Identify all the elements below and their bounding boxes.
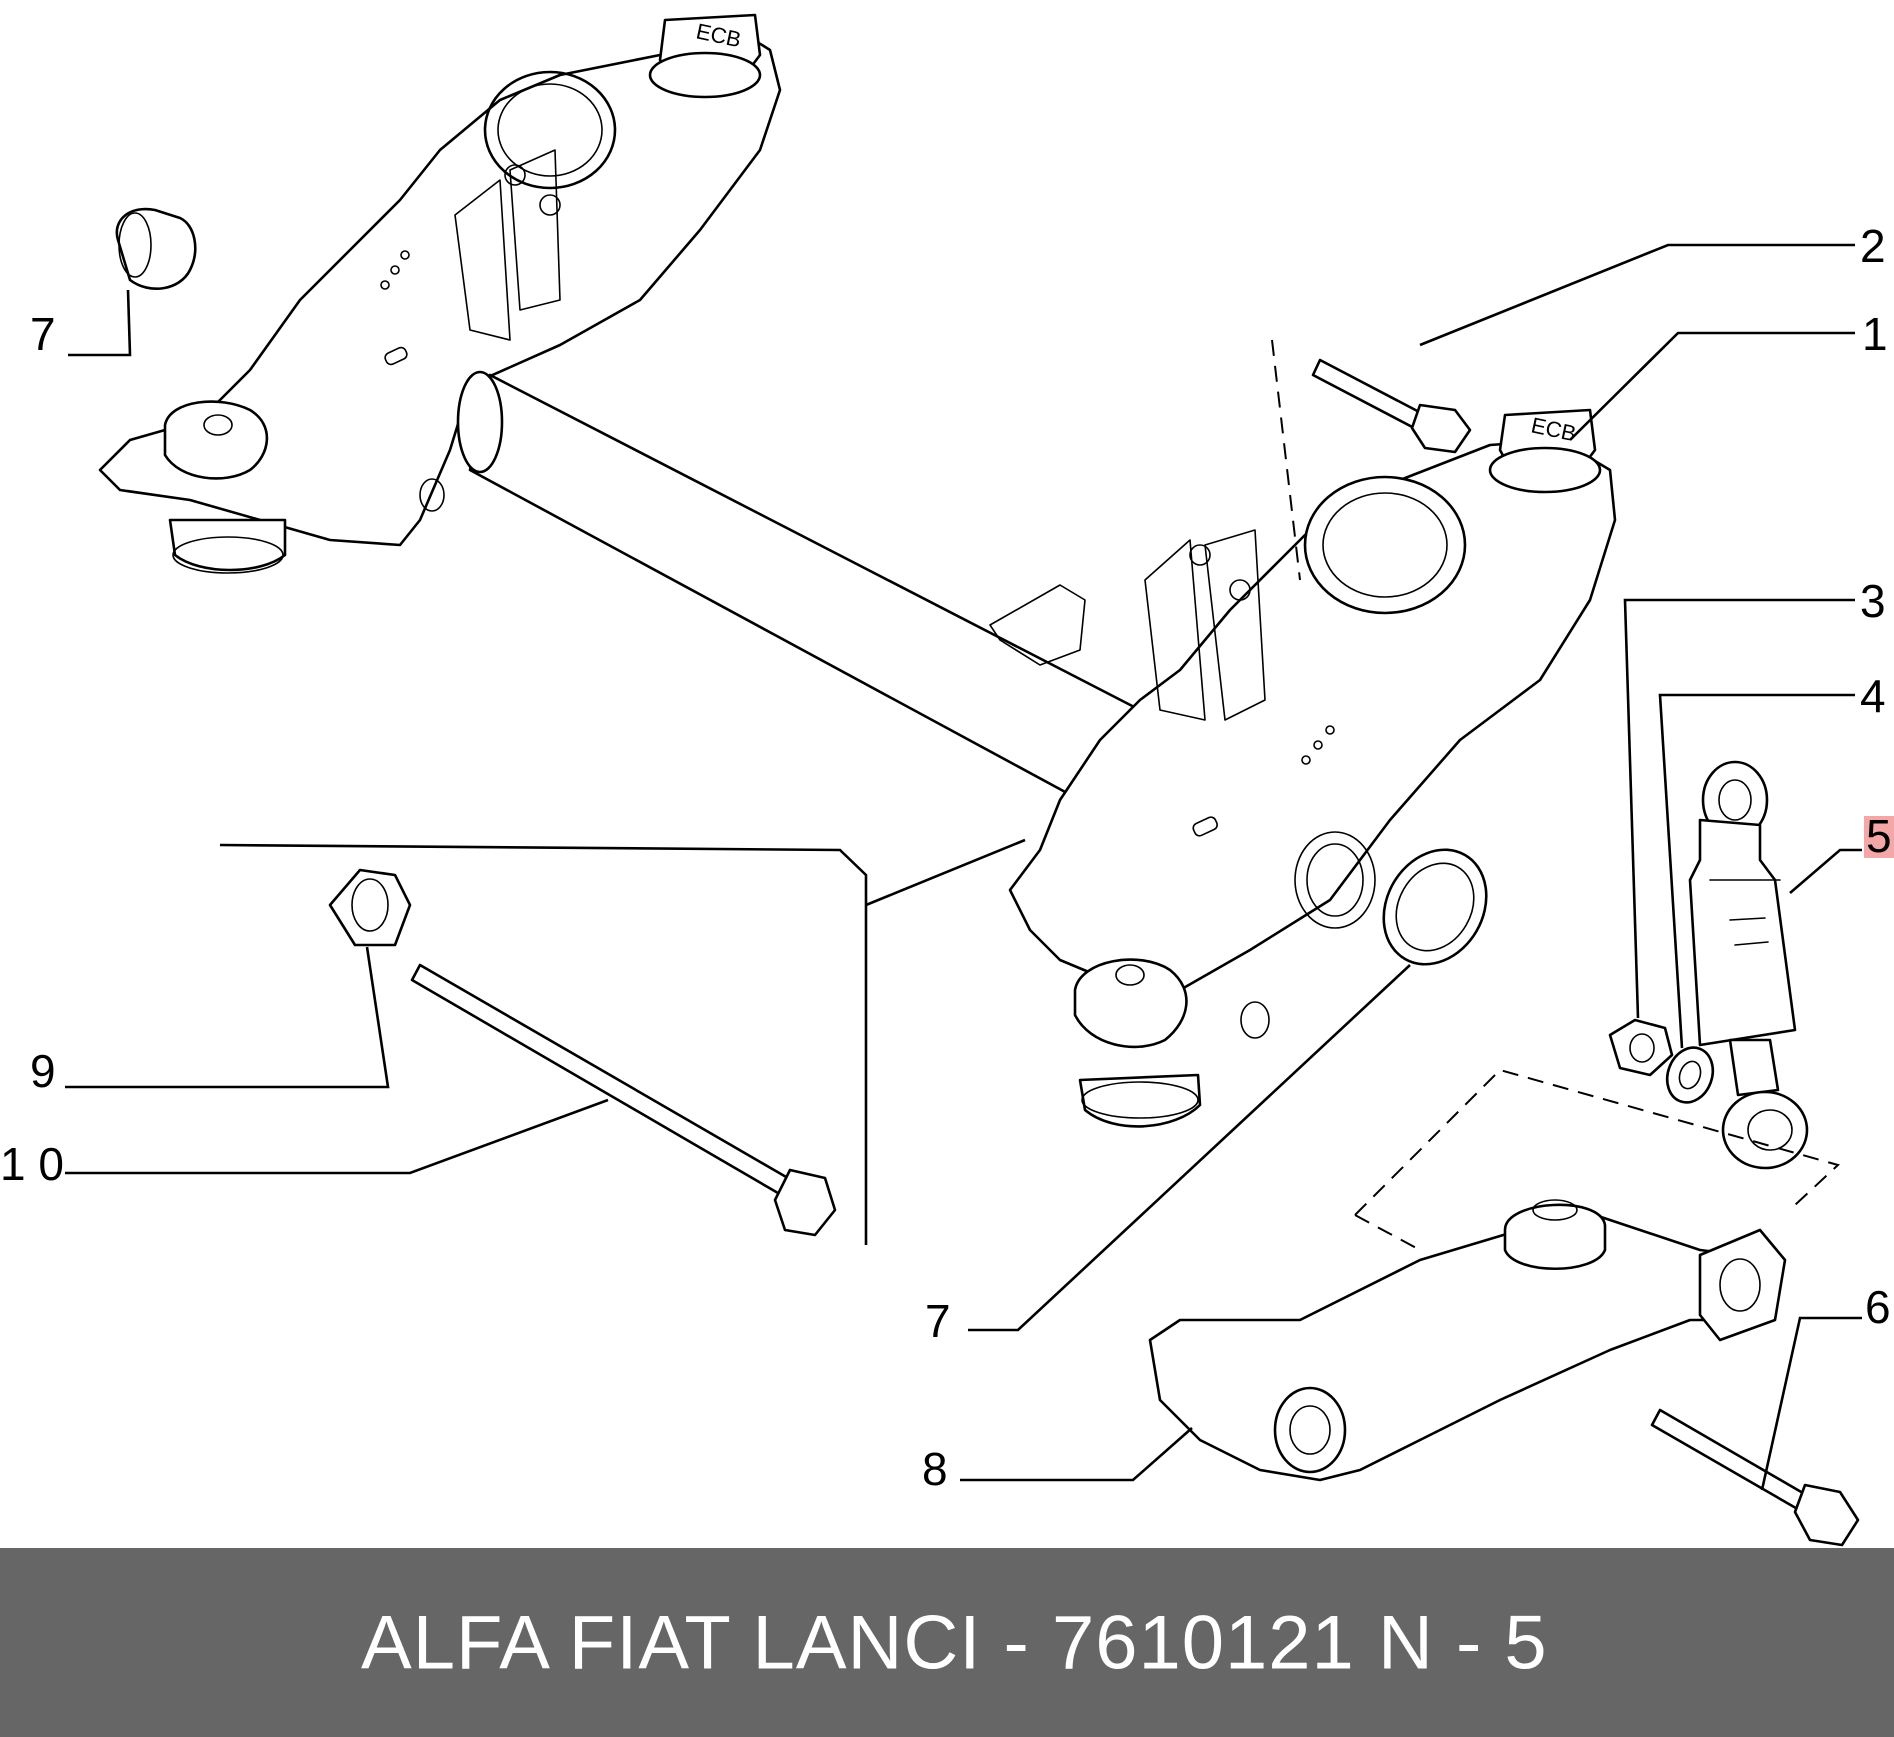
leader-9 [65, 946, 390, 1089]
part-7-bush-upper [115, 207, 197, 290]
callout-5-highlight [1864, 816, 1894, 858]
exploded-parts-diagram: ECB [0, 13, 1894, 1547]
callout-2: 2 [1860, 220, 1886, 272]
part-4-washer [1665, 1046, 1715, 1104]
footer-bar: ALFA FIAT LANCI - 7610121 N - 5 [0, 1548, 1894, 1737]
assembly-dash-line [1271, 339, 1301, 581]
leader-8 [960, 1427, 1193, 1482]
part-number-title: ALFA FIAT LANCI - 7610121 [361, 1600, 1355, 1685]
group-bracket-line [219, 838, 1026, 1245]
callout-3: 3 [1860, 575, 1886, 627]
axle-beam: ECB [98, 13, 1617, 1128]
callout-8: 8 [922, 1443, 948, 1495]
leader-3 [1623, 598, 1855, 1019]
callout-5: 5 [1866, 810, 1892, 862]
part-2-bolt [1311, 358, 1472, 454]
callout-7-upper: 7 [30, 308, 56, 360]
part-6-bolt [1650, 1408, 1860, 1547]
leader-1 [1569, 331, 1855, 441]
part-7-bush-lower [1382, 848, 1488, 966]
callout-7-lower: 7 [925, 1295, 951, 1347]
part-5-shock-absorber [1688, 760, 1809, 1170]
leader-7b [968, 964, 1411, 1332]
callout-4: 4 [1860, 670, 1886, 722]
leader-6 [1760, 1316, 1862, 1491]
page-reference: N - 5 [1378, 1600, 1548, 1685]
assembly-dash-box [1354, 1068, 1840, 1251]
leader-2 [1419, 243, 1855, 347]
part-3-nut [1608, 1018, 1674, 1077]
callout-10: 1 0 [0, 1138, 64, 1190]
part-9-nut [328, 868, 412, 947]
callout-1: 1 [1862, 308, 1888, 360]
leader-5 [1789, 848, 1862, 894]
part-8-lower-arm [1148, 1199, 1787, 1482]
leader-4 [1658, 693, 1855, 1049]
callout-9: 9 [30, 1045, 56, 1097]
part-10-long-bolt [410, 963, 837, 1237]
callout-6: 6 [1865, 1281, 1891, 1333]
leader-7a [68, 289, 132, 357]
leader-10 [65, 1098, 609, 1175]
